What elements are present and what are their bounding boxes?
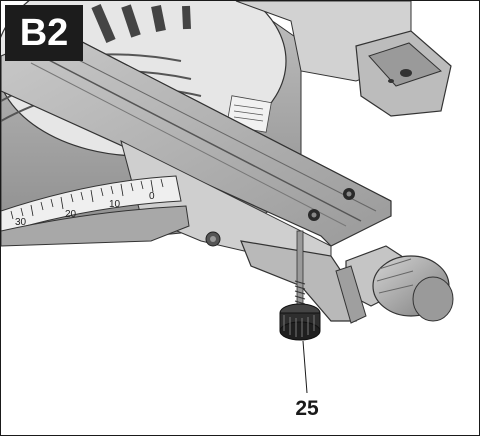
lever-arm — [335, 265, 367, 324]
scale-label-30: 30 — [15, 217, 27, 228]
scale-label-0: 0 — [149, 191, 155, 202]
base-edge — [1, 205, 190, 247]
callout-number: 25 — [295, 397, 319, 420]
scale-ticks — [10, 178, 164, 220]
arm-screw-2 — [308, 209, 320, 221]
arm-screw-1 — [343, 188, 355, 200]
locking-bolt — [205, 231, 221, 247]
scale-label-20: 20 — [65, 209, 77, 220]
miter-scale — [1, 175, 182, 234]
figure-label: B2 — [5, 5, 83, 61]
adjusting-knob — [279, 303, 321, 341]
clamp-handle — [345, 245, 454, 322]
callout-leader — [302, 340, 308, 394]
scale-label-10: 10 — [109, 199, 121, 210]
